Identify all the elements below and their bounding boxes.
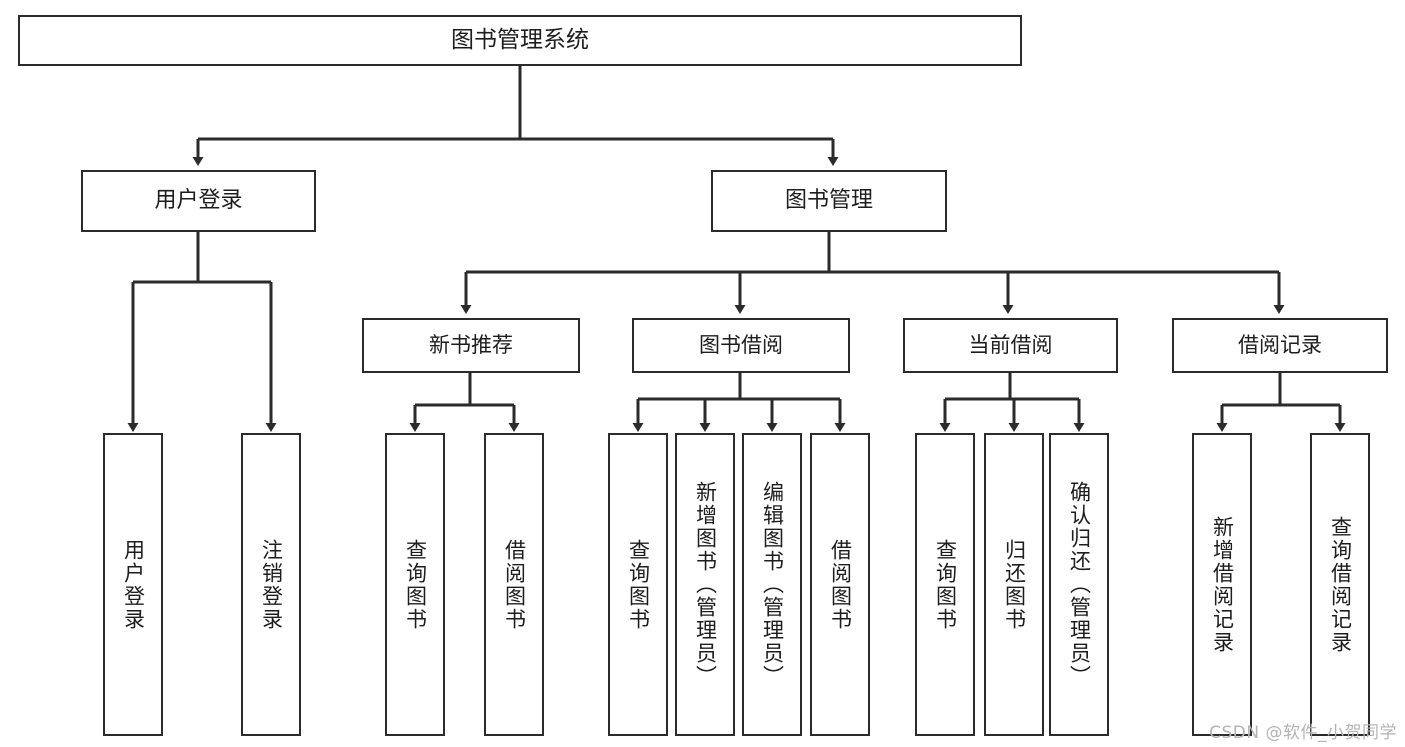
node-label: 归还图书 xyxy=(1002,538,1027,631)
node-label: 当前借阅 xyxy=(968,332,1053,357)
node-label: 借阅记录 xyxy=(1238,332,1322,357)
node-label: 借阅图书 xyxy=(502,538,527,631)
node-root-system[interactable]: 图书管理系统 xyxy=(18,15,1022,66)
node-label: 查询借阅记录 xyxy=(1328,515,1353,654)
leaf-borrow-edit-book-admin[interactable]: 编辑图书（管理员） xyxy=(742,433,802,736)
node-label: 新增借阅记录 xyxy=(1210,515,1235,654)
leaf-current-query-book[interactable]: 查询图书 xyxy=(915,433,975,736)
leaf-borrow-add-book-admin[interactable]: 新增图书（管理员） xyxy=(675,433,735,736)
leaf-record-query-record[interactable]: 查询借阅记录 xyxy=(1310,433,1370,736)
leaf-user-login-logout[interactable]: 注销登录 xyxy=(241,433,301,736)
node-label: 新书推荐 xyxy=(429,332,513,357)
node-label: 图书管理 xyxy=(784,187,873,213)
node-borrow-record[interactable]: 借阅记录 xyxy=(1172,318,1388,373)
node-book-management[interactable]: 图书管理 xyxy=(711,170,947,232)
leaf-record-add-record[interactable]: 新增借阅记录 xyxy=(1192,433,1252,736)
node-label: 用户登录 xyxy=(154,187,243,213)
node-label: 编辑图书（管理员） xyxy=(760,481,785,688)
node-new-book-recommend[interactable]: 新书推荐 xyxy=(362,318,580,373)
node-label: 借阅图书 xyxy=(828,538,853,631)
node-label: 用户登录 xyxy=(121,538,146,631)
node-label: 查询图书 xyxy=(933,538,958,631)
leaf-recommend-borrow-book[interactable]: 借阅图书 xyxy=(484,433,544,736)
node-label: 查询图书 xyxy=(403,538,428,631)
node-current-borrow[interactable]: 当前借阅 xyxy=(903,318,1118,373)
node-label: 确认归还（管理员） xyxy=(1067,481,1092,688)
node-label: 注销登录 xyxy=(259,538,284,631)
leaf-borrow-query-book[interactable]: 查询图书 xyxy=(608,433,668,736)
leaf-current-confirm-return-admin[interactable]: 确认归还（管理员） xyxy=(1049,433,1109,736)
leaf-borrow-borrow-book[interactable]: 借阅图书 xyxy=(810,433,870,736)
node-label: 查询图书 xyxy=(626,538,651,631)
node-label: 新增图书（管理员） xyxy=(693,481,718,688)
leaf-current-return-book[interactable]: 归还图书 xyxy=(984,433,1044,736)
node-label: 图书管理系统 xyxy=(451,26,589,53)
node-label: 图书借阅 xyxy=(699,332,783,357)
node-book-borrow[interactable]: 图书借阅 xyxy=(632,318,850,373)
leaf-recommend-query-book[interactable]: 查询图书 xyxy=(385,433,445,736)
watermark-text: CSDN @软件_小贺同学 xyxy=(1209,723,1397,743)
leaf-user-login-login[interactable]: 用户登录 xyxy=(103,433,163,736)
node-user-login[interactable]: 用户登录 xyxy=(81,170,316,232)
